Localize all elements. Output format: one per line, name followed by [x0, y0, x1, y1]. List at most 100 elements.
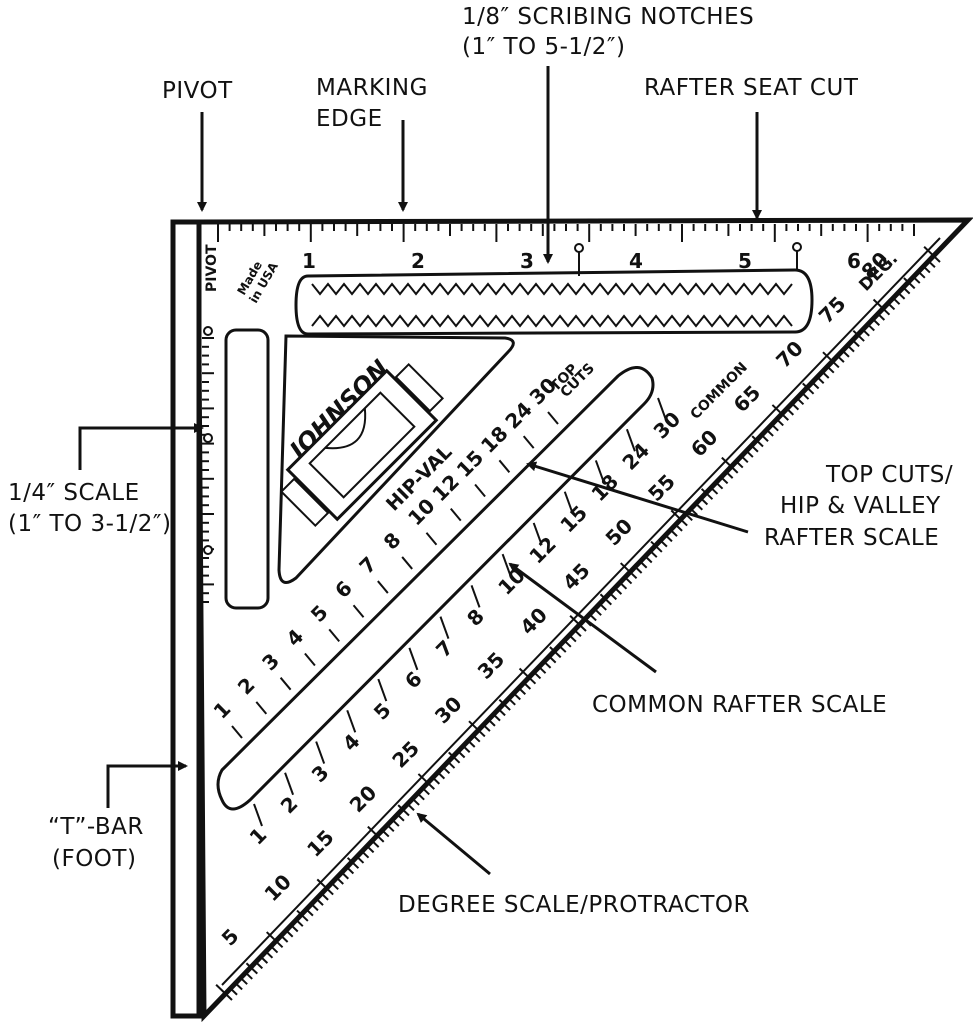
- degree-tick: [867, 323, 875, 332]
- degree-tick: [341, 871, 350, 880]
- degree-ticks: [215, 246, 941, 1001]
- hip-tick: [279, 677, 292, 691]
- degree-tick: [386, 824, 395, 833]
- degree-tick: [285, 929, 294, 938]
- degree-tick: [917, 270, 926, 279]
- common-tick: [346, 709, 357, 733]
- degree-tick: [771, 404, 789, 421]
- degree-tick: [811, 381, 820, 390]
- degree-tick: [432, 776, 441, 785]
- degree-tick: [280, 935, 289, 943]
- degree-tick: [927, 260, 936, 268]
- degree-tick: [457, 750, 466, 759]
- degree-tick: [320, 892, 329, 901]
- degree-tick: [215, 984, 233, 1001]
- degree-tick: [816, 376, 825, 384]
- degree-tick: [448, 751, 461, 764]
- degree-tick: [745, 450, 754, 458]
- degree-tick: [664, 534, 673, 543]
- rafter-seat-cut-label: RAFTER SEAT CUT: [644, 75, 859, 101]
- common-tick: [253, 803, 263, 827]
- degree-tick: [852, 329, 865, 342]
- degree-tick: [513, 692, 521, 701]
- scribing-notches: [311, 282, 793, 328]
- degree-tick: [396, 813, 405, 822]
- degree-tick: [887, 302, 896, 311]
- hip-tick: [328, 628, 340, 643]
- degree-tick: [447, 761, 456, 769]
- degree-tick: [310, 903, 319, 912]
- degree-tick: [346, 857, 360, 869]
- degree-tick: [620, 562, 638, 580]
- degree-tick: [336, 877, 344, 885]
- degree-tick: [305, 908, 314, 917]
- degree-tick: [776, 418, 784, 427]
- degree-tick: [801, 392, 810, 400]
- degree-tick: [266, 931, 284, 949]
- degree-tick: [599, 602, 607, 611]
- degree-tick: [331, 882, 339, 891]
- common-tick: [532, 522, 543, 546]
- degree-tick: [361, 850, 370, 859]
- degree-tick: [245, 971, 253, 980]
- hip-tick: [547, 411, 559, 425]
- inch-number: 5: [738, 249, 752, 273]
- inch-number: 6: [847, 249, 861, 273]
- scribing-range-label: (1″ TO 5-1/2″): [462, 34, 626, 60]
- degree-tick: [760, 434, 769, 442]
- degree-tick: [872, 298, 891, 316]
- pivot-mark: PIVOT: [204, 244, 220, 292]
- marking-edge-label-2: EDGE: [316, 106, 383, 132]
- t-bar-label: “T”-BAR: [48, 814, 144, 840]
- degree-tick: [367, 825, 385, 843]
- degree-tick: [381, 829, 390, 838]
- degree-tick: [670, 509, 688, 527]
- quarter-scale-slot: [224, 328, 270, 610]
- degree-tick: [468, 720, 486, 738]
- degree-tick: [720, 476, 729, 485]
- degree-tick: [270, 945, 279, 954]
- degree-tick: [245, 962, 258, 975]
- level-vial: [279, 362, 445, 528]
- degree-tick: [750, 444, 759, 453]
- common-tick: [657, 397, 667, 421]
- top-cuts-label-1: TOP CUTS/: [825, 462, 953, 488]
- degree-tick: [265, 950, 274, 959]
- degree-tick: [568, 634, 577, 643]
- hip-tick: [377, 580, 389, 594]
- common-tick: [315, 741, 326, 764]
- degree-tick: [735, 460, 744, 469]
- degree-tick: [492, 713, 501, 722]
- degree-tick: [411, 798, 420, 806]
- degree-tick: [482, 724, 491, 732]
- degree-tick: [498, 698, 511, 711]
- degree-tick: [897, 291, 906, 300]
- degree-tick: [416, 792, 425, 801]
- inch-number: 4: [629, 249, 643, 273]
- degree-tick: [912, 276, 921, 284]
- degree-tick: [229, 987, 238, 996]
- degree-tick: [593, 608, 602, 616]
- common-tick: [563, 491, 574, 515]
- degree-tick: [462, 745, 471, 753]
- degree-tick: [467, 740, 476, 748]
- degree-tick: [614, 587, 623, 595]
- degree-tick: [650, 540, 663, 553]
- degree-tick: [851, 339, 860, 348]
- foot-label: (FOOT): [52, 846, 136, 872]
- degree-tick: [710, 486, 719, 495]
- hip-tick: [352, 604, 365, 618]
- degree-tick: [872, 318, 881, 326]
- degree-tick: [923, 246, 941, 263]
- degree-tick: [371, 840, 380, 848]
- degree-tick: [740, 455, 749, 464]
- notch-row-bottom: [311, 314, 793, 328]
- degree-tick: [685, 513, 693, 522]
- common-tick: [439, 616, 450, 639]
- top-cuts-label-2: HIP & VALLEY: [780, 493, 941, 519]
- common-tick: [408, 647, 419, 671]
- degree-tick: [619, 581, 628, 590]
- hip-tick: [522, 435, 535, 449]
- degree-tick: [234, 982, 243, 991]
